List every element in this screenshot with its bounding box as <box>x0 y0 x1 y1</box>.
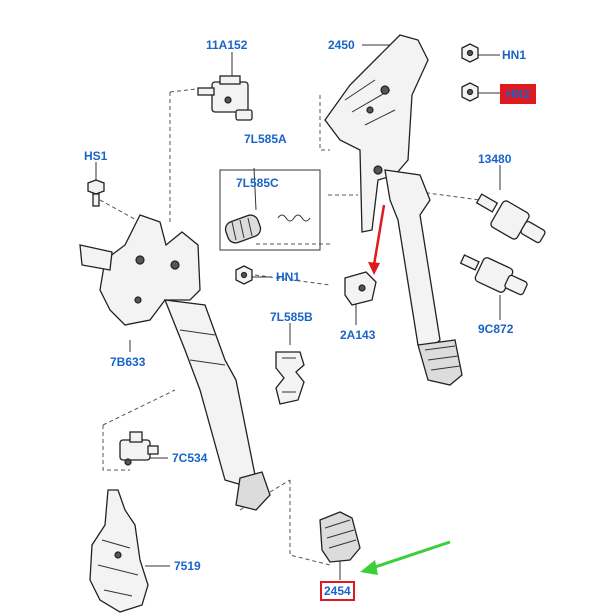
leader-lines <box>95 44 501 580</box>
red-arrow <box>368 204 386 275</box>
green-arrow <box>360 540 451 575</box>
clip-2a143[interactable] <box>344 271 377 306</box>
nut-hn2[interactable] <box>461 82 479 102</box>
bracket-7519[interactable] <box>89 489 149 613</box>
switch-7c534[interactable] <box>119 431 159 466</box>
switch-9c872[interactable] <box>459 254 528 296</box>
switch-11a152[interactable] <box>197 75 253 121</box>
label-2a143[interactable]: 2A143 <box>340 328 376 342</box>
nut-hn1-middle[interactable] <box>235 265 253 285</box>
spring-7l585c[interactable] <box>223 213 311 245</box>
label-7l585a[interactable]: 7L585A <box>244 132 287 146</box>
label-13480[interactable]: 13480 <box>478 152 512 166</box>
label-hn1-middle[interactable]: HN1 <box>276 270 301 284</box>
label-2454-highlighted[interactable]: 2454 <box>320 581 355 601</box>
label-7l585c[interactable]: 7L585C <box>236 176 279 190</box>
label-7l585b[interactable]: 7L585B <box>270 310 313 324</box>
pedal-arm-right[interactable] <box>384 169 463 386</box>
label-hs1[interactable]: HS1 <box>84 149 108 163</box>
label-7b633[interactable]: 7B633 <box>110 355 146 369</box>
switch-13480[interactable] <box>475 193 546 244</box>
pedal-pad-2454[interactable] <box>319 511 361 563</box>
label-7519[interactable]: 7519 <box>174 559 201 573</box>
bolt-hs1[interactable] <box>87 179 105 207</box>
pedal-arm-left[interactable] <box>163 299 271 511</box>
nut-hn1-top[interactable] <box>461 43 479 63</box>
label-hn1-top[interactable]: HN1 <box>502 48 527 62</box>
label-hn2-highlighted[interactable]: HN2 <box>500 84 537 104</box>
bracket-2450[interactable] <box>324 34 429 233</box>
label-2450[interactable]: 2450 <box>328 38 355 52</box>
label-9c872[interactable]: 9C872 <box>478 322 514 336</box>
clip-7l585b[interactable] <box>275 351 305 405</box>
7l585a-group-box <box>219 169 321 251</box>
label-7c534[interactable]: 7C534 <box>172 451 208 465</box>
label-11a152[interactable]: 11A152 <box>206 38 248 52</box>
